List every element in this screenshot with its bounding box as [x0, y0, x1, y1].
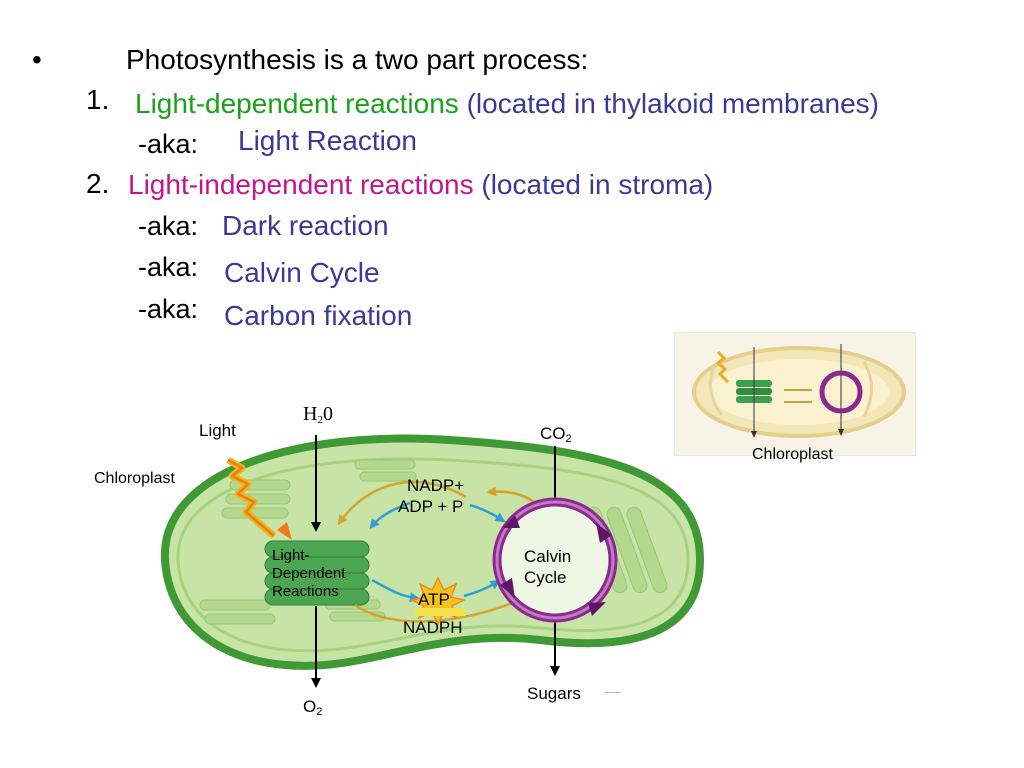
item2-number: 2.	[86, 168, 110, 199]
item2-line: Light-independent reactions (located in …	[128, 169, 713, 201]
sugars-label: Sugars	[527, 684, 581, 703]
h2o-label: H20	[303, 403, 333, 426]
thumbnail-figure	[674, 332, 916, 456]
adp-label: ADP + P	[398, 497, 464, 516]
item1-aka: Light Reaction	[238, 125, 418, 156]
nadph-label: NADPH	[403, 618, 463, 637]
item1-number: 1.	[86, 84, 110, 115]
item1-aka-prefix: -aka:	[138, 129, 199, 159]
bullet: •	[32, 44, 42, 75]
thumbnail-caption: Chloroplast	[752, 446, 833, 463]
item2-name: Light-independent reactions	[128, 169, 474, 200]
item1-location: (located in thylakoid membranes)	[466, 88, 879, 119]
item1-name: Light-dependent reactions	[135, 88, 459, 119]
thylakoid-stack	[264, 540, 370, 606]
calvin-cycle-label: Calvin Cycle	[524, 547, 572, 587]
chloroplast-diagram	[160, 434, 705, 688]
o2-label: O2	[303, 697, 323, 718]
item2-location: (located in stroma)	[481, 169, 714, 200]
item2-aka-prefix-2: -aka:	[138, 252, 199, 282]
nadp-label: NADP+	[407, 476, 465, 495]
item2-aka-2: Calvin Cycle	[224, 257, 380, 288]
heading: Photosynthesis is a two part process:	[126, 44, 589, 75]
light-label: Light	[199, 421, 236, 440]
item1-line: Light-dependent reactions (located in th…	[135, 88, 879, 120]
item2-aka-1: Dark reaction	[222, 210, 389, 241]
co2-label: CO2	[540, 424, 572, 445]
thumbnail-calvin-cycle-icon	[819, 370, 863, 414]
light-dependent-reactions-label: Light- Dependent Reactions	[272, 547, 346, 600]
thumbnail-light-icon	[715, 350, 730, 384]
chloroplast-label: Chloroplast	[94, 470, 175, 487]
sugars-dash	[605, 692, 621, 693]
item2-aka-prefix-3: -aka:	[138, 294, 199, 324]
item2-aka-3: Carbon fixation	[224, 300, 413, 331]
atp-label: ATP	[418, 590, 450, 609]
item2-aka-prefix-1: -aka:	[138, 211, 199, 241]
